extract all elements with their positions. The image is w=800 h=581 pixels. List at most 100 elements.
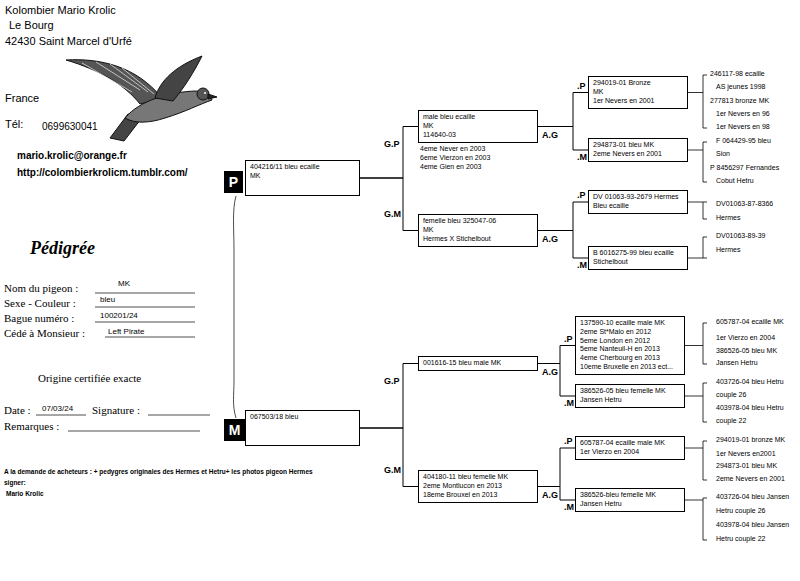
form-underline: [95, 322, 195, 323]
box-text: MK: [593, 88, 683, 97]
pigeon-box: femelle bleu 325047-06MKHermes X Stichel…: [418, 214, 538, 247]
generation-label: G.M: [383, 209, 402, 219]
ancestor-entry: 1er Nevers en 96: [716, 110, 770, 118]
form-field-value: 07/03/24: [42, 404, 73, 413]
ancestor-entry: 1er Nevers en2001: [716, 450, 776, 458]
pigeon-box: 404216/11 bleu ecailleMK: [245, 160, 360, 196]
form-field-label: Cédé à Monsieur :: [4, 327, 85, 340]
generation-label: .P: [563, 334, 574, 344]
ancestor-bracket: [685, 498, 707, 540]
wing: [155, 56, 202, 101]
form-underline: [95, 293, 195, 294]
form-field-label: Nom du pigeon :: [4, 282, 78, 295]
ancestor-brackets: [685, 75, 707, 540]
box-text: 404180-11 bleu femelle MK: [423, 473, 533, 482]
form-field-label: Sexe - Couleur :: [4, 297, 76, 310]
pigeon-box: 294019-01 BronzeMK1er Nevers en 2001: [588, 76, 688, 109]
ancestor-bracket: [688, 202, 707, 219]
ancestor-entry: 294019-01 bronze MK: [716, 436, 785, 444]
pigeon-box: 605787-04 ecaille male MK1er Vierzo en 2…: [575, 436, 685, 460]
ancestor-entry: Hermes: [716, 214, 741, 222]
generation-label: G.M: [383, 465, 402, 475]
ancestor-bracket: [688, 75, 707, 128]
ancestor-bracket: [685, 441, 707, 480]
parent-brace: [234, 196, 237, 418]
generation-label: .P: [576, 81, 587, 91]
box-text: Jansen Hetru: [580, 396, 680, 405]
race-result: 4eme Gien en 2003: [420, 163, 482, 171]
box-text: 2eme Montlucon en 2013: [423, 482, 533, 491]
box-text: male bleu ecaille: [423, 113, 533, 122]
wing-feathers: [82, 62, 154, 94]
box-text: 1er Vierzo en 2004: [580, 448, 680, 457]
pigeon-box: 386526-05 bleu femelle MKJansen Hetru: [575, 384, 685, 408]
eye: [204, 92, 206, 94]
form-underline: [148, 415, 210, 416]
ancestor-entry: Hetru couple 22: [716, 535, 765, 543]
ancestor-bracket: [685, 323, 707, 364]
form-underline: [95, 307, 195, 308]
box-text: Jansen Hetru: [580, 500, 680, 509]
form-field-label: Bague numéro :: [4, 312, 74, 325]
parent-marker: M: [224, 419, 245, 441]
generation-label: A.G: [541, 490, 559, 500]
ancestor-bracket: [688, 237, 707, 258]
ancestor-entry: F 064429-95 bleu: [716, 137, 771, 145]
box-text: 18eme Brouxel en 2013: [423, 491, 533, 500]
box-text: 294019-01 Bronze: [593, 79, 683, 88]
ancestor-entry: couple 26: [716, 391, 746, 399]
pigeon-box: B 6016275-99 bleu ecailleStichelbout: [588, 246, 688, 270]
ancestor-bracket: [685, 383, 707, 422]
box-text: 2eme Nevers en 2001: [593, 150, 683, 159]
address-text: Kolombier Mario Krolic: [5, 4, 116, 17]
ancestor-bracket: [688, 142, 707, 182]
ancestor-entry: 403726-04 bleu Hetru: [716, 378, 784, 386]
pedigree-connector: [360, 178, 418, 231]
pedigree-connector: [360, 364, 418, 429]
generation-label: A.G: [541, 130, 559, 140]
ancestor-entry: 386526-05 bleu MK: [716, 347, 777, 355]
address-text: Le Bourg: [9, 19, 54, 32]
form-underline: [36, 415, 86, 416]
pigeon-box: DV 01063-93-2679 HermesBleu ecaille: [588, 190, 688, 214]
pigeon-box: male bleu ecailleMK114640-03: [418, 110, 538, 143]
ancestor-entry: 403726-04 bleu Jansen: [716, 493, 789, 501]
box-text: DV 01063-93-2679 Hermes: [593, 193, 683, 202]
generation-label: .M: [563, 502, 575, 512]
box-text: femelle bleu 325047-06: [423, 217, 533, 226]
wing: [66, 60, 162, 104]
box-text: Stichelbout: [593, 258, 683, 267]
pedigree-connector: [538, 346, 575, 364]
generation-label: .M: [576, 260, 588, 270]
contact-link: mario.krolic@orange.fr: [17, 150, 127, 162]
box-text: Bleu ecaille: [593, 202, 683, 211]
box-text: 137590-10 ecaille male MK: [580, 319, 680, 328]
generation-label: .M: [576, 152, 588, 162]
box-text: 10eme Bruxelle en 2013 ect...: [580, 363, 680, 372]
generation-label: .P: [576, 190, 587, 200]
ancestor-entry: 1er Nevers en 98: [716, 123, 770, 131]
pigeon-box: 294873-01 bleu MK2eme Nevers en 2001: [588, 138, 688, 162]
ancestor-entry: Hetru couple 26: [716, 507, 765, 515]
ancestor-entry: Sion: [716, 150, 730, 158]
box-text: 294873-01 bleu MK: [593, 141, 683, 150]
ancestor-entry: 403978-04 bleu Jansen: [716, 521, 789, 529]
ancestor-entry: 2eme Nevers en 2001: [716, 475, 785, 483]
pigeon-box: 404180-11 bleu femelle MK2eme Montlucon …: [418, 470, 538, 503]
pigeon-box: 386526-bleu femelle MKJansen Hetru: [575, 488, 685, 512]
box-text: MK: [423, 122, 533, 131]
pigeon-box: 067503/18 bleu: [245, 410, 360, 446]
generation-label: A.G: [541, 367, 559, 377]
beak: [208, 94, 217, 99]
form-field-value: bleu: [100, 295, 115, 304]
document-title: Pédigrée: [30, 238, 95, 259]
ancestor-entry: Hermes: [716, 246, 741, 254]
address-text: France: [5, 92, 39, 105]
race-result: 6eme Vierzon en 2003: [420, 154, 490, 162]
box-text: Hermes X Stichelbout: [423, 235, 533, 244]
address-text: Tél:: [5, 118, 23, 131]
generation-label: .P: [563, 436, 574, 446]
box-text: 001616-15 bleu male MK: [423, 359, 533, 368]
pedigree-connector: [538, 487, 575, 501]
ancestor-entry: P 8456297 Fernandes: [710, 164, 779, 172]
